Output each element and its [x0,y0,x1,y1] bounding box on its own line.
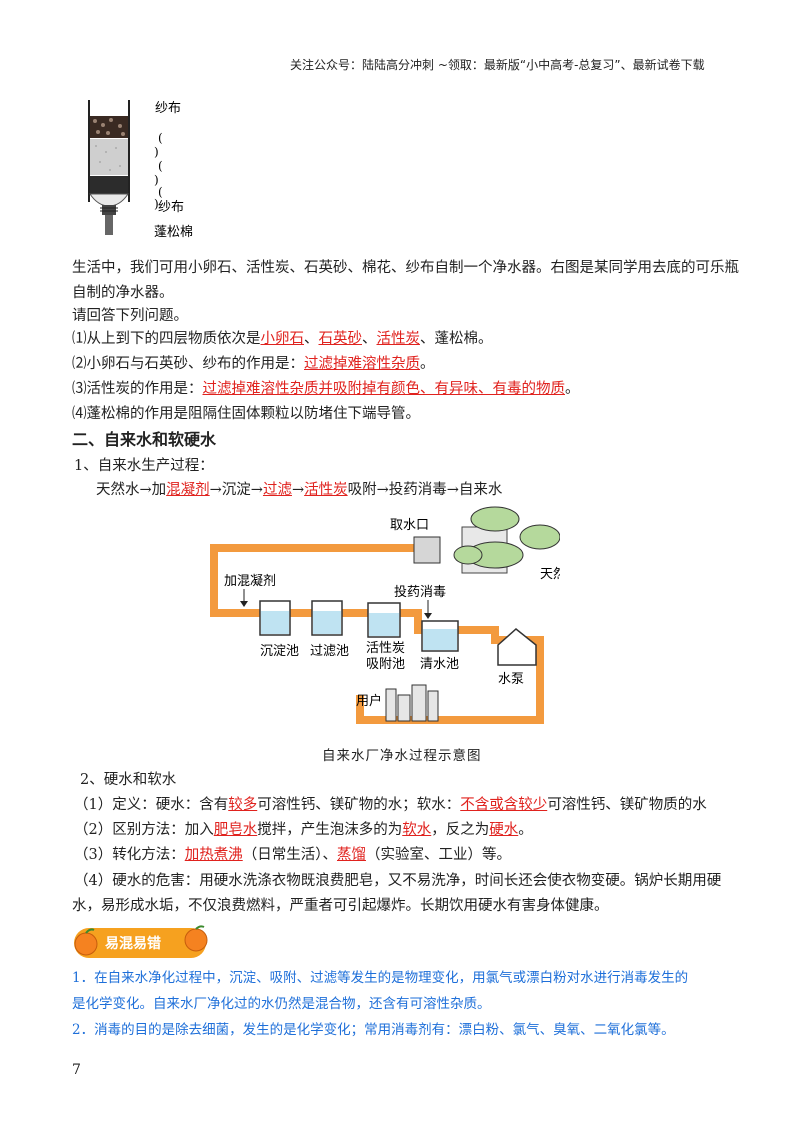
answer-hard-water: 硬水 [489,822,519,838]
process-text: 天然水→加 [96,482,167,498]
page-number: 7 [72,1062,81,1078]
q2-suffix: 。 [420,356,435,372]
answer-filtration: 过滤 [262,482,292,498]
tip-line-3: 2．消毒的目的是除去细菌，发生的是化学变化；常用消毒剂有：漂白粉、氯气、臭氧、二… [72,1022,675,1038]
conv-text: （实验室、工业）等。 [365,847,511,863]
process-text: 吸附→投药消毒→自来水 [347,482,503,498]
paren-mark: ( [158,185,163,199]
paren-mark: ) [154,173,159,187]
hard-water-conversion: （3）转化方法：加热煮沸（日常生活）、蒸馏（实验室、工业）等。 [74,845,511,865]
answer-coagulant: 混凝剂 [166,482,210,498]
hard-water-heading: 2、硬水和软水 [80,772,177,788]
page-header: 关注公众号：陆陆高分冲刺 ~领取：最新版“小中高考-总复习”、最新试卷下载 [290,58,705,72]
answer-more: 较多 [228,797,258,813]
tap-water-heading: 1、自来水生产过程： [74,458,214,474]
user-buildings [385,684,439,722]
label-intake: 取水口 [390,518,429,533]
answer-pebbles: 小卵石 [260,331,305,347]
tank-water [261,611,457,650]
natural-water-scenery [453,506,560,574]
answer-boiling: 加热煮沸 [184,847,243,863]
q3-prefix: ⑶活性炭的作用是： [72,381,203,397]
def-text: 可溶性钙、镁矿物质的水 [547,797,707,813]
intro-line-1: 生活中，我们可用小卵石、活性炭、石英砂、棉花、纱布自制一个净水器。右图是某同学用… [72,260,739,276]
question-2: ⑵小卵石与石英砂、纱布的作用是：过滤掉难溶性杂质。 [72,354,435,374]
q1-sep: 、 [362,331,377,347]
answer-activated-carbon: 活性炭 [376,331,421,347]
process-text: →沉淀→ [209,482,263,498]
q2-prefix: ⑵小卵石与石英砂、纱布的作用是： [72,356,304,372]
label-sediment-tank: 沉淀池 [260,644,299,659]
tap-water-process: 天然水→加混凝剂→沉淀→过滤→活性炭吸附→投药消毒→自来水 [96,480,502,500]
question-3: ⑶活性炭的作用是：过滤掉难溶性杂质并吸附掉有颜色、有异味、有毒的物质。 [72,379,580,399]
answer-soft-water: 软水 [402,822,432,838]
tip-badge-label: 易混易错 [105,936,161,952]
label-carbon-tank-2: 吸附池 [366,657,405,672]
tip-line-1: 1．在自来水净化过程中，沉淀、吸附、过滤等发生的是物理变化，用氯气或漂白粉对水进… [72,970,689,986]
def-text: （1）定义：硬水：含有 [74,797,229,813]
question-1: ⑴从上到下的四层物质依次是小卵石、石英砂、活性炭、蓬松棉。 [72,329,493,349]
label-cotton: 蓬松棉 [154,225,193,240]
intake-box [413,536,441,564]
label-gauze-top: 纱布 [155,101,181,116]
tip-line-2: 是化学变化。自来水厂净化过的水仍然是混合物，还含有可溶性杂质。 [72,996,491,1012]
diagram-caption: 自来水厂净水过程示意图 [322,748,482,764]
label-disinfect: 投药消毒 [394,584,446,600]
paren-mark: ) [154,145,159,159]
label-natural-water: 天然水 [540,566,560,582]
intro-line-3: 请回答下列问题。 [72,308,188,324]
answer-filter-insoluble: 过滤掉难溶性杂质 [304,356,420,372]
label-coagulant: 加混凝剂 [224,573,276,589]
answer-activated-carbon: 活性炭 [304,482,348,498]
label-pump: 水泵 [498,672,524,687]
orange-icon [74,925,208,956]
answer-none-or-less: 不含或含较少 [460,797,548,813]
hard-water-distinguish: （2）区别方法：加入肥皂水搅拌，产生泡沫多的为软水，反之为硬水。 [74,820,533,840]
hard-water-harm-2: 水，易形成水垢，不仅浪费燃料，严重者可引起爆炸。长期饮用硬水有害身体健康。 [72,898,609,914]
conv-text: （3）转化方法： [74,847,185,863]
hard-water-definition: （1）定义：硬水：含有较多可溶性钙、镁矿物的水；软水：不含或含较少可溶性钙、镁矿… [74,795,707,815]
question-4: ⑷蓬松棉的作用是阻隔住固体颗粒以防堵住下端导管。 [72,406,420,422]
hard-water-harm-1: （4）硬水的危害：用硬水洗涤衣物既浪费肥皂，又不易洗净，时间长还会使衣物变硬。锅… [74,873,722,889]
label-user: 用户 [356,693,382,709]
intro-line-2: 自制的净水器。 [72,285,174,301]
def-text: 可溶性钙、镁矿物的水；软水： [257,797,461,813]
label-filter-tank: 过滤池 [310,644,349,659]
water-filter-illustration: 纱布 ( ) ( ) ( ) 纱布 蓬松棉 [88,100,193,240]
paren-mark: ( [158,131,163,145]
paren-mark: ( [158,159,163,173]
answer-quartz-sand: 石英砂 [318,331,363,347]
conv-text: （日常生活）、 [242,847,337,863]
label-carbon-tank-1: 活性炭 [366,641,405,656]
answer-carbon-role: 过滤掉难溶性杂质并吸附掉有颜色、有异味、有毒的物质 [202,381,566,397]
dist-text: 搅拌，产生泡沫多的为 [257,822,403,838]
label-gauze-bottom: 纱布 [158,200,184,215]
dist-text: （2）区别方法：加入 [74,822,214,838]
dist-text: ，反之为 [431,822,490,838]
label-clear-tank: 清水池 [420,657,459,672]
process-text: → [291,482,305,498]
q3-suffix: 。 [565,381,580,397]
answer-soap-water: 肥皂水 [213,822,258,838]
answer-distillation: 蒸馏 [336,847,366,863]
dist-text: 。 [518,822,533,838]
paren-mark: ) [154,197,159,211]
section-title: 二、自来水和软硬水 [72,430,217,449]
q1-suffix: 、蓬松棉。 [420,331,493,347]
water-treatment-diagram: 取水口 天然水 加混凝剂 投药消毒 沉淀池 过滤池 活性炭 吸附池 清水池 水泵 [210,506,560,724]
q1-sep: 、 [304,331,319,347]
q1-prefix: ⑴从上到下的四层物质依次是 [72,331,261,347]
